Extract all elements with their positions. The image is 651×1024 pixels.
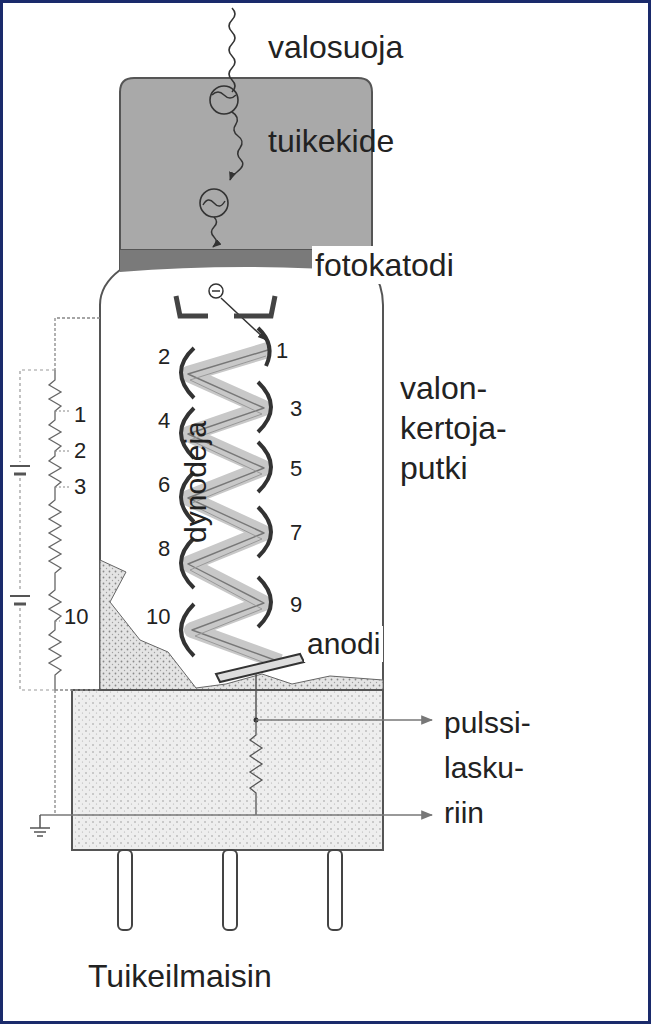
part-label-box: fotokatodi: [312, 246, 457, 284]
callout-number: 8: [158, 536, 170, 562]
tube-glass: [100, 250, 383, 690]
callout-number: 2: [158, 344, 170, 370]
callout-number-box: 3: [290, 396, 302, 422]
callout-number: 7: [290, 520, 302, 546]
dynode: [258, 382, 271, 432]
dynode: [258, 442, 271, 492]
scintillation-crystal: [120, 78, 372, 250]
ground-symbol: [34, 831, 46, 833]
dynode-tap: [55, 486, 70, 487]
part-label: valosuoja: [268, 28, 403, 66]
callout-number-box: 10: [64, 604, 88, 630]
load-resistor: [250, 720, 262, 815]
callout-number-box: 9: [290, 592, 302, 618]
ground-symbol: [37, 835, 43, 837]
hv-wire: [55, 689, 100, 690]
dynode-tap: [55, 450, 70, 451]
base-pin: [328, 850, 342, 930]
photon-wave: [203, 200, 225, 206]
interaction-circle: [210, 86, 238, 114]
light-path: [212, 217, 217, 247]
electron-sign: [212, 290, 220, 292]
supply-wire: [20, 608, 55, 690]
callout-number-box: 1: [276, 338, 288, 364]
ground-symbol: [39, 815, 41, 828]
dynode: [258, 577, 271, 627]
callout-number-box: 3: [74, 474, 86, 500]
callout-number: 4: [158, 408, 170, 434]
callout-number: 3: [74, 474, 86, 500]
supply-wire: [20, 370, 55, 462]
dynode-tap: [55, 620, 60, 621]
anode-plate: [216, 654, 304, 682]
dynode: [258, 507, 271, 557]
base-pin: [118, 850, 132, 930]
supply-wire: [19, 478, 20, 592]
part-label: anodi: [304, 626, 383, 662]
part-label-box: dynodeja: [178, 421, 214, 543]
callout-number: 1: [276, 338, 288, 364]
hv-wire: [55, 318, 100, 370]
callout-number-box: 4: [158, 408, 170, 434]
light-path: [230, 112, 243, 180]
battery-plate: [14, 603, 26, 606]
part-label-box: valon- kertoja- putki: [400, 368, 532, 488]
ground-symbol: [30, 827, 50, 829]
caption-box: Tuikeilmaisin: [88, 958, 272, 995]
callout-number: 5: [290, 456, 302, 482]
part-label: valon- kertoja- putki: [400, 368, 532, 488]
photon-circle: [200, 189, 228, 217]
cutaway-glass: [100, 560, 383, 690]
tube-base: [72, 690, 383, 850]
photoelectron: [209, 284, 223, 298]
callout-number: 2: [74, 438, 86, 464]
callout-number-box: 10: [146, 604, 170, 630]
part-label-box: anodi: [304, 626, 383, 662]
callout-number-box: 7: [290, 520, 302, 546]
part-label: tuikekide: [268, 122, 394, 160]
dynode: [181, 538, 194, 588]
callout-number: 10: [64, 604, 88, 630]
signal-wire: [256, 719, 432, 721]
callout-number: 6: [158, 472, 170, 498]
battery-plate: [10, 465, 30, 467]
callout-number: 10: [146, 604, 170, 630]
callout-number: 3: [290, 396, 302, 422]
battery-plate: [14, 473, 26, 476]
focus-electrode: [176, 296, 208, 316]
callout-number-box: 2: [158, 344, 170, 370]
focus-electrode: [234, 296, 275, 316]
dynode: [181, 604, 194, 656]
interaction-wave: [212, 92, 236, 98]
divider-resistor-chain: [49, 370, 61, 690]
part-label-box: pulssi- lasku- riin: [444, 700, 556, 835]
callout-number: 1: [74, 402, 86, 428]
callout-number-box: 5: [290, 456, 302, 482]
part-label: dynodeja: [178, 421, 214, 543]
dynode: [258, 328, 270, 366]
hv-wire: [54, 690, 55, 815]
dynode: [181, 348, 194, 398]
caption: Tuikeilmaisin: [88, 958, 272, 995]
callout-number-box: 2: [74, 438, 86, 464]
ground-wire: [40, 814, 432, 816]
callout-number: 9: [290, 592, 302, 618]
gamma-ray: [229, 8, 235, 92]
anode-lead: [255, 674, 257, 720]
electron-path: [221, 298, 266, 340]
part-label-box: valosuoja: [268, 28, 403, 66]
part-label-box: tuikekide: [268, 122, 394, 160]
part-label: pulssi- lasku- riin: [444, 700, 556, 835]
callout-number-box: 6: [158, 472, 170, 498]
callout-number-box: 1: [74, 402, 86, 428]
part-label: fotokatodi: [312, 246, 457, 284]
dynode-tap: [55, 410, 70, 411]
base-pin: [223, 850, 237, 930]
battery-plate: [10, 595, 30, 597]
callout-number-box: 8: [158, 536, 170, 562]
